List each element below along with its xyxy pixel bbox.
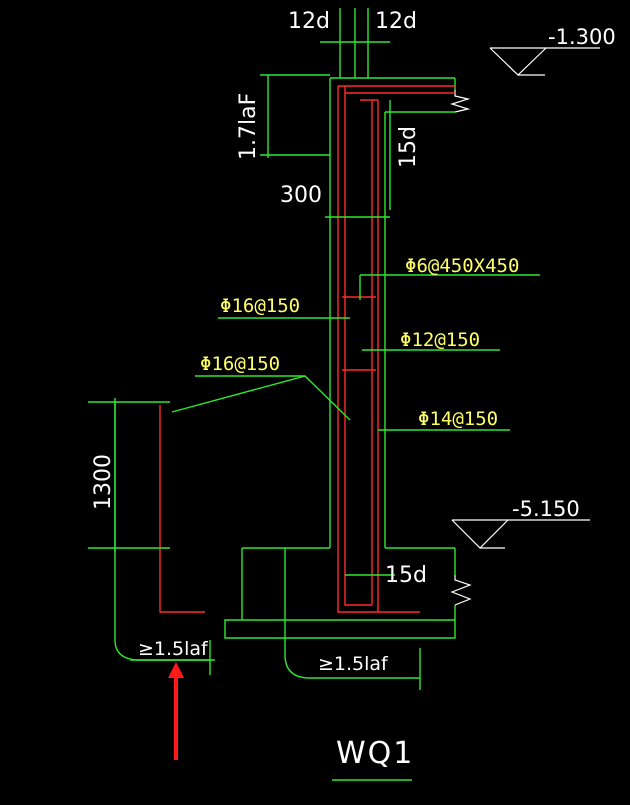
callout-leaders bbox=[171, 274, 540, 431]
zigzag-break-icon bbox=[449, 90, 472, 606]
callout-horizontal-left: Φ16@150 bbox=[220, 295, 300, 317]
dim-anchor-left: ≥1.5laf bbox=[138, 638, 209, 660]
dimension-lines bbox=[88, 8, 421, 690]
level-bottom: -5.150 bbox=[512, 497, 580, 521]
triangle-level-icon bbox=[451, 47, 600, 549]
rebar bbox=[159, 85, 455, 613]
callout-horizontal-right: Φ12@150 bbox=[400, 329, 480, 351]
drawing-title: WQ1 bbox=[336, 736, 414, 771]
concrete-outline bbox=[114, 77, 456, 679]
dim-anchor-right: ≥1.5laf bbox=[318, 653, 389, 675]
callout-vertical-left: Φ16@150 bbox=[200, 353, 280, 375]
callout-vertical-right: Φ14@150 bbox=[418, 408, 498, 430]
dim-anchor-top: 1.7laF bbox=[236, 93, 261, 160]
dim-wall-thickness: 300 bbox=[280, 183, 322, 208]
dim-wall-height: 1300 bbox=[91, 454, 116, 510]
dim-hook-top: 15d bbox=[396, 126, 421, 168]
level-top: -1.300 bbox=[548, 25, 616, 49]
callout-tie: Φ6@450X450 bbox=[405, 255, 519, 277]
dim-hook-bottom: 15d bbox=[385, 563, 427, 588]
red-arrow-icon bbox=[168, 662, 184, 760]
dim-cover-left: 12d bbox=[288, 9, 330, 34]
dim-cover-right: 12d bbox=[375, 9, 417, 34]
